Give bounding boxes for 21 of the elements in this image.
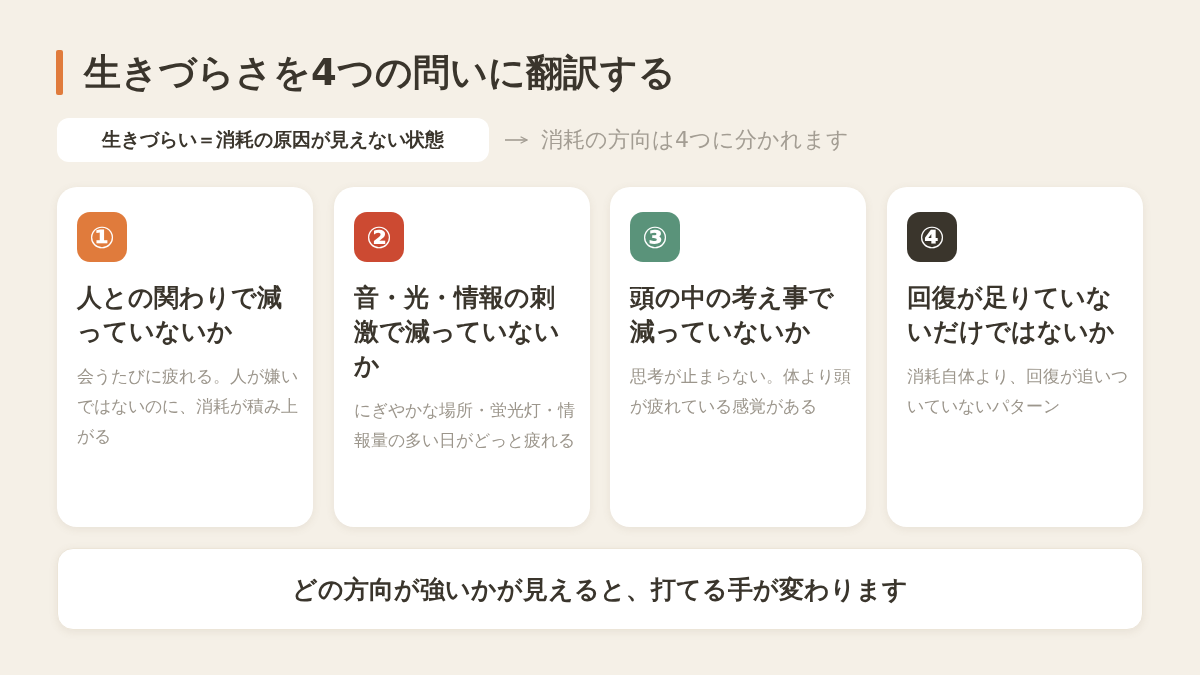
question-card: [887, 187, 1143, 527]
number-badge: ②: [354, 212, 404, 262]
question-heading: 頭の中の考え事で減っていないか: [630, 282, 835, 348]
number-badge: ③: [630, 212, 680, 262]
question-card: [57, 187, 313, 527]
title: 生きづらさを4つの問いに翻訳する: [84, 50, 676, 96]
number-badge: ①: [77, 212, 127, 262]
description-text: 消耗自体より、回復が追いついていないパターン: [907, 365, 1129, 418]
arrow: [504, 136, 528, 144]
question-heading: 回復が足りていないだけではないか: [907, 282, 1116, 348]
description-text: 会うたびに疲れる。人が嫌いではないのに、消耗が積み上がる: [77, 365, 299, 448]
conclusion-banner: どの方向が強いかが見えると、打てる手が変わります: [57, 548, 1143, 630]
question-heading: 音・光・情報の刺激で減っていないか: [354, 282, 561, 382]
question-card: [610, 187, 866, 527]
definition-pill: 生きづらい＝消耗の原因が見えない状態: [57, 118, 489, 162]
question-card: [334, 187, 590, 527]
subtitle-text: 消耗の方向は4つに分かれます: [541, 122, 901, 158]
number-badge: ④: [907, 212, 957, 262]
description-text: 思考が止まらない。体より頭が疲れている感覚がある: [630, 365, 852, 418]
description-text: にぎやかな場所・蛍光灯・情報量の多い日がどっと疲れる: [354, 399, 576, 452]
question-heading: 人との関わりで減っていないか: [77, 282, 283, 348]
